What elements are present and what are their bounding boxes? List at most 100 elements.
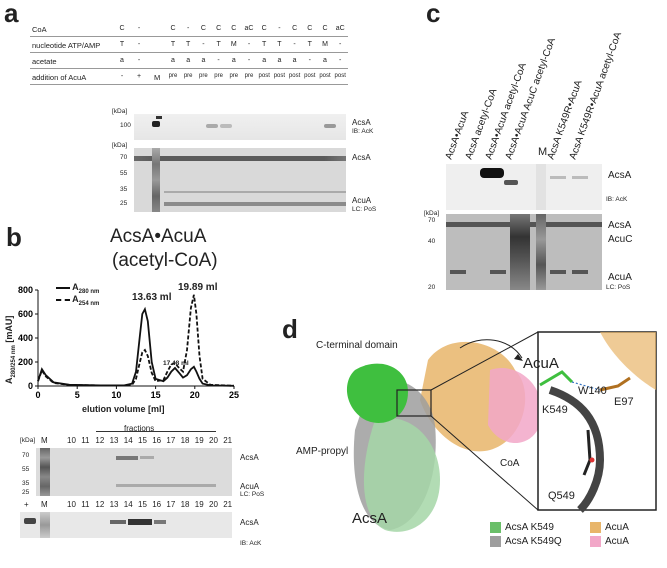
band-acsa-acetyl (206, 124, 218, 128)
condition-cell: T (216, 41, 221, 48)
fraction-number: 13 (109, 436, 119, 445)
legend-item: AcsA K549Q (490, 536, 562, 547)
band-acsa-faint (550, 176, 566, 179)
band-acsa-acetyl (220, 124, 232, 128)
condition-cell: post (258, 73, 270, 79)
condition-cell: post (273, 73, 286, 79)
fractions-label: fractions (124, 424, 155, 433)
condition-cell: - (293, 41, 296, 48)
condition-cell: - (339, 57, 342, 64)
fraction-number: 18 (180, 500, 190, 509)
marker-lane (40, 448, 50, 496)
band-acua (116, 484, 216, 487)
condition-cell: - (339, 41, 342, 48)
marker-lane (536, 214, 546, 290)
marker-55: 55 (120, 170, 128, 177)
fraction-number: 17 (166, 500, 176, 509)
condition-cell: - (187, 25, 190, 32)
fractions-bracket (96, 431, 216, 432)
lc-label: LC: PoS (240, 491, 265, 498)
legend-swatch (590, 522, 601, 533)
ponceau-gel-c (446, 214, 602, 290)
protein-structure (346, 331, 657, 532)
panel-label-c: c (426, 0, 441, 28)
fraction-number: 18 (180, 436, 190, 445)
x-tick-label: 0 (35, 390, 40, 400)
marker-70: 70 (428, 217, 436, 224)
fraction-number: 13 (109, 500, 119, 509)
condition-cell: a (292, 57, 297, 64)
ib-label: IB: AcK (606, 196, 628, 203)
fractions-gel (36, 448, 232, 496)
ib-label: IB: AcK (240, 540, 262, 547)
legend-swatch (490, 522, 501, 533)
band-acua (490, 270, 506, 274)
band-acsa (140, 456, 154, 459)
band-label-acsa: AcsA (240, 453, 259, 462)
kda-label: [kDa] (20, 437, 36, 444)
band-label-acua: AcuA (352, 196, 372, 205)
fraction-number: 11 (81, 436, 90, 445)
kda-label: [kDa] (112, 108, 128, 115)
positive-control-band (24, 518, 36, 524)
fraction-number: 10 (67, 500, 76, 509)
condition-cell: post (319, 73, 331, 79)
band-label-acsa: AcsA (240, 518, 259, 527)
y-tick-label: 0 (28, 381, 33, 391)
zoom-box (396, 389, 432, 417)
row-label-nucleotide: nucleotide ATP/AMP (32, 41, 101, 50)
marker-25: 25 (22, 489, 30, 496)
condition-cell: T (119, 41, 125, 48)
peak-label-1: 13.63 ml (132, 292, 172, 303)
band-acua (550, 270, 566, 274)
panel-label-a: a (4, 0, 19, 28)
series-line-a280 (37, 306, 235, 387)
band-label-acua: AcuA (240, 482, 260, 491)
condition-cell: a (171, 57, 175, 64)
chart-title-line1: AcsA•AcuA (110, 226, 207, 247)
condition-cell: C (231, 25, 237, 32)
chart-lines (37, 294, 235, 387)
legend-item: AcuA (590, 522, 629, 533)
fraction-number: 15 (138, 500, 147, 509)
fraction-number: 14 (123, 436, 133, 445)
marker-70: 70 (120, 154, 128, 161)
condition-cell: a (186, 57, 191, 64)
band-acua (572, 270, 588, 274)
kda-label: [kDa] (112, 142, 128, 149)
y-tick-label: 400 (18, 333, 33, 343)
condition-cell: - (120, 73, 124, 80)
row-divider (30, 52, 348, 53)
label-w140: W140 (578, 385, 607, 397)
condition-cell: a (201, 57, 206, 64)
condition-cell: pre (183, 73, 193, 79)
lc-label: LC: PoS (606, 284, 631, 291)
y-axis-label: A280/254 nm [mAU] (4, 315, 17, 384)
lane-m: M (41, 436, 48, 445)
marker-lane (536, 164, 546, 210)
condition-cell: - (202, 41, 205, 48)
band-acsa (128, 519, 152, 525)
marker-lane (152, 148, 160, 212)
marker-band (156, 116, 162, 119)
marker-25: 25 (120, 200, 128, 207)
marker-lane (40, 512, 50, 538)
condition-cell: M (230, 41, 237, 48)
row-divider (30, 68, 348, 69)
marker-20: 20 (428, 284, 436, 291)
condition-cell: - (247, 41, 251, 48)
x-tick-label: 10 (111, 390, 121, 400)
row-label-addition: addition of AcuA (32, 73, 87, 82)
marker-band (152, 121, 160, 127)
label-coa: CoA (500, 458, 520, 469)
condition-cell: post (304, 73, 316, 79)
condition-cell: C (200, 25, 206, 32)
condition-cell: pre (229, 73, 239, 79)
ib-label: IB: AcK (352, 128, 374, 135)
marker-70: 70 (22, 452, 30, 459)
row-label-acetate: acetate (32, 57, 57, 66)
x-tick-label: 20 (190, 390, 200, 400)
condition-cell: T (262, 41, 267, 48)
inset-backbone (548, 386, 605, 513)
